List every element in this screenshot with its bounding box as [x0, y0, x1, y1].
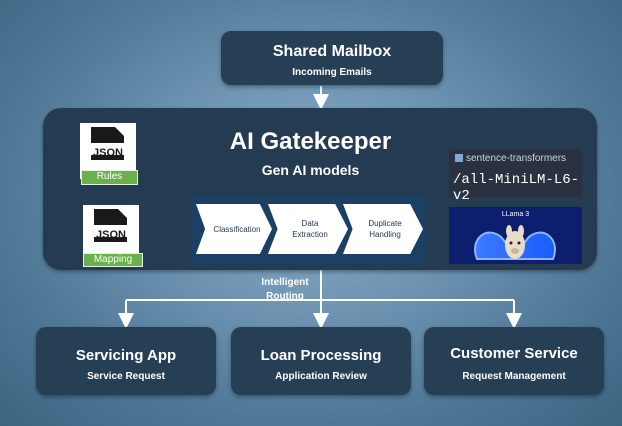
rules-label: Rules — [81, 170, 138, 185]
st-model-name: /all-MiniLM-L6-v2 — [453, 172, 580, 204]
mapping-label: Mapping — [83, 253, 143, 267]
llama-icon — [474, 225, 556, 260]
loan-processing-box: Loan Processing Application Review — [231, 327, 411, 395]
step-duplicate-handling: Duplicate Handling — [343, 204, 423, 254]
gatekeeper-subtitle: Gen AI models — [261, 162, 360, 178]
rules-json-icon: JSON — [80, 123, 136, 179]
step-classification: Classification — [196, 204, 272, 254]
st-small-text: sentence-transformers — [466, 153, 567, 164]
sentence-transformers-logo: sentence-transformers /all-MiniLM-L6-v2 — [449, 149, 582, 204]
llama-label: LLama 3 — [501, 211, 530, 218]
shared-mailbox-box: Shared Mailbox Incoming Emails — [221, 31, 443, 85]
step-data-extraction: Data Extraction — [268, 204, 348, 254]
step-label: Data Extraction — [292, 219, 328, 239]
mailbox-subtitle: Incoming Emails — [292, 67, 372, 78]
mailbox-title: Shared Mailbox — [272, 43, 392, 60]
customer-service-subtitle: Request Management — [462, 371, 566, 382]
llama-logo: LLama 3 — [449, 207, 582, 264]
step-label: Classification — [213, 224, 261, 234]
customer-service-title: Customer Service — [450, 345, 578, 362]
servicing-app-subtitle: Service Request — [87, 371, 165, 382]
mapping-json-text: JSON — [96, 229, 126, 241]
loan-processing-subtitle: Application Review — [275, 371, 367, 382]
sentence-transformers-icon — [455, 154, 463, 162]
step-label: Duplicate Handling — [368, 219, 402, 239]
servicing-app-box: Servicing App Service Request — [36, 327, 216, 395]
mapping-json-icon: JSON — [83, 205, 139, 261]
customer-service-box: Customer Service Request Management — [424, 327, 604, 395]
rules-json-text: JSON — [93, 147, 123, 159]
servicing-app-title: Servicing App — [75, 347, 177, 364]
intelligent-routing-label: Intelligent Routing — [261, 277, 309, 302]
loan-processing-title: Loan Processing — [260, 347, 382, 364]
gatekeeper-title: AI Gatekeeper — [229, 128, 392, 155]
